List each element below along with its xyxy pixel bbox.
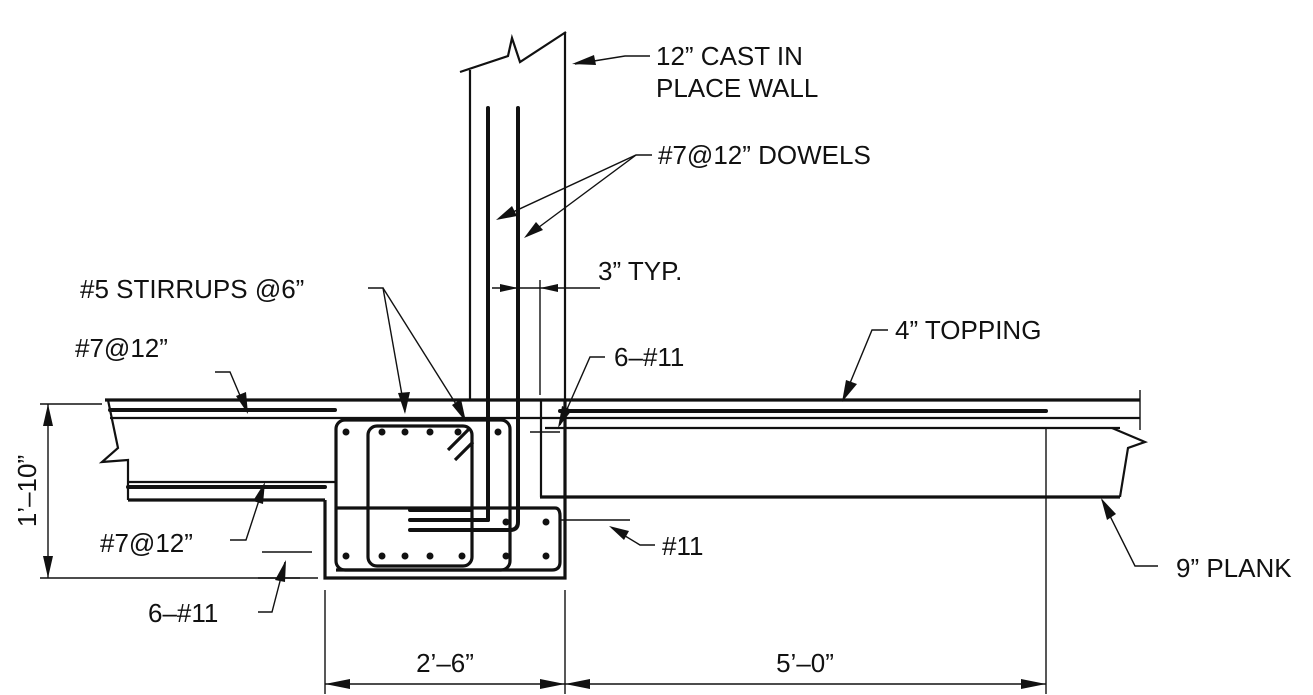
dim-height-label: 1’–10” (12, 455, 42, 527)
left-slab-bottom (126, 480, 335, 502)
dowels-label: #7@12” DOWELS (658, 140, 871, 170)
plank-label: 9” PLANK (1176, 553, 1292, 583)
wall-label-line2: PLACE WALL (656, 73, 818, 103)
hollow-core-plank (539, 400, 1149, 499)
bars-top-label: 6–#11 (614, 342, 684, 372)
stirrups-label: #5 STIRRUPS @6” (80, 274, 304, 304)
top-rebar-label: #7@12” (75, 333, 168, 363)
bar-single-label: #11 (662, 531, 703, 561)
leader-lines (215, 55, 1158, 613)
topping-label: 4” TOPPING (895, 315, 1041, 345)
dimension-lines (40, 280, 1047, 694)
bottom-rebar-label: #7@12” (100, 528, 193, 558)
slab-topping (98, 390, 1141, 500)
dim-beam-width-label: 2’–6” (416, 648, 474, 678)
wall-label-line1: 12” CAST IN (656, 41, 803, 71)
rebar-dots (342, 428, 550, 560)
cast-in-place-wall (459, 31, 567, 400)
inverted-tee-beam (323, 400, 567, 580)
dowel-bars (408, 106, 520, 532)
typ-label: 3” TYP. (598, 256, 682, 286)
bars-bottom-label: 6–#11 (148, 598, 218, 628)
dim-span-label: 5’–0” (776, 648, 834, 678)
